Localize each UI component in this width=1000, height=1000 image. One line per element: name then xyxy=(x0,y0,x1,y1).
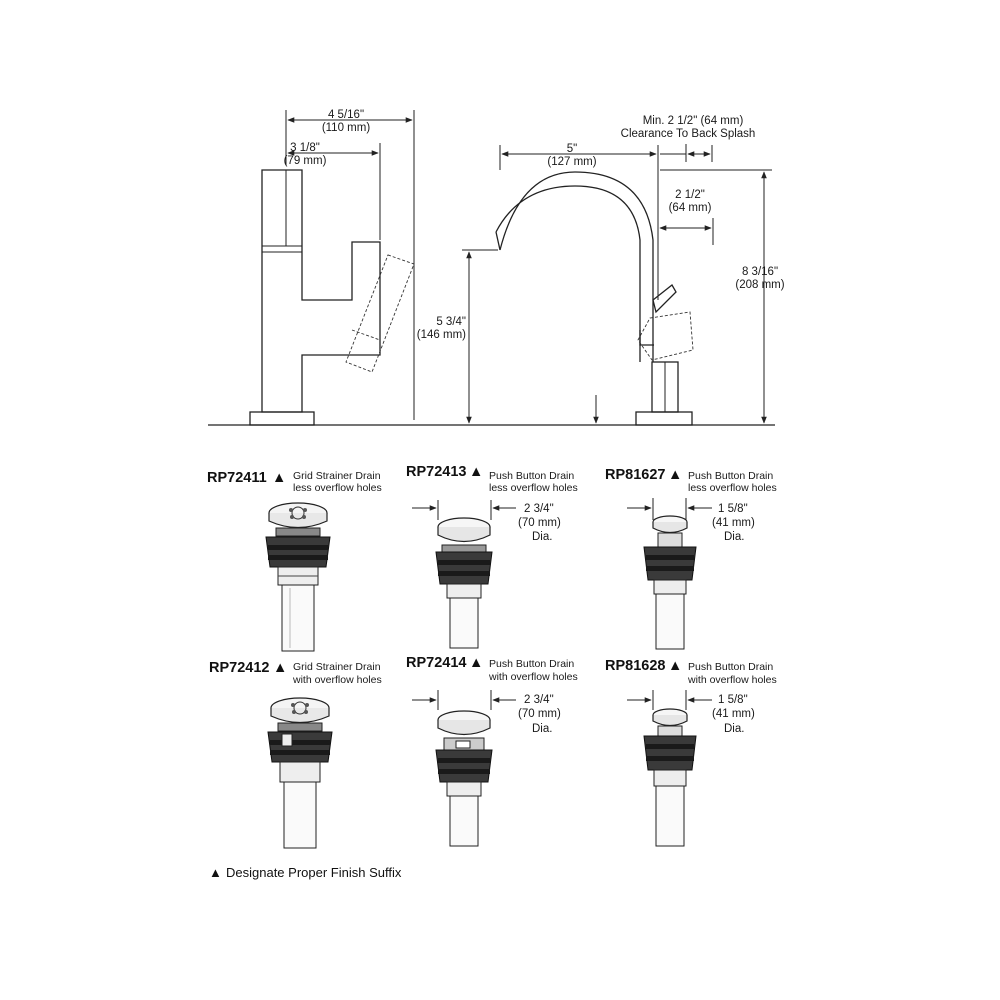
drain-code-rp72413: RP72413 xyxy=(406,464,466,480)
drain-dia-suffix: Dia. xyxy=(532,531,552,543)
drain-dia-suffix: Dia. xyxy=(532,723,552,735)
dim-handle: 2 1/2" xyxy=(675,189,705,201)
drain-code-rp81627: RP81627 xyxy=(605,467,665,483)
footnote: ▲ Designate Proper Finish Suffix xyxy=(209,865,402,880)
dim-side-overall: 4 5/16" xyxy=(328,109,364,121)
triangle-icon: ▲ xyxy=(209,865,222,880)
drain-dia-value: 1 5/8" xyxy=(718,503,748,515)
drain-rp72414-illustration xyxy=(435,710,493,847)
drain-dia-value: 2 3/4" xyxy=(524,694,554,706)
drain-desc: Push Button Drain xyxy=(489,470,574,482)
drain-desc: less overflow holes xyxy=(688,482,777,494)
faucet-side-base xyxy=(249,411,315,426)
triangle-icon: ▲ xyxy=(668,658,682,674)
drain-dia-value: 1 5/8" xyxy=(718,694,748,706)
faucet-front-view: 5" (127 mm) Min. 2 1/2" (64 mm) Clearanc… xyxy=(417,115,785,426)
spout-outer xyxy=(499,171,654,362)
dim-spout-height: 5 3/4" xyxy=(436,316,466,328)
triangle-icon: ▲ xyxy=(273,660,287,676)
drain-dia-metric: (70 mm) xyxy=(518,517,561,529)
dim-side-handle-metric: (79 mm) xyxy=(284,155,327,167)
drain-desc: Push Button Drain xyxy=(688,661,773,673)
drain-code-rp72412: RP72412 xyxy=(209,660,269,676)
dim-spout-reach-metric: (127 mm) xyxy=(547,156,596,168)
faucet-side-view: 4 5/16" (110 mm) 3 1/8" (79 mm) xyxy=(208,109,775,426)
drain-rp72412-illustration xyxy=(267,697,333,849)
drain-desc: Push Button Drain xyxy=(489,658,574,670)
drain-dia-value: 2 3/4" xyxy=(524,503,554,515)
drain-desc: with overflow holes xyxy=(292,674,382,686)
front-handle xyxy=(652,284,677,314)
footnote-text: Designate Proper Finish Suffix xyxy=(226,865,402,880)
drain-rp81627-illustration xyxy=(643,515,697,650)
drain-rp72411-illustration xyxy=(265,502,331,652)
drain-desc: with overflow holes xyxy=(687,674,777,686)
drain-code-rp81628: RP81628 xyxy=(605,658,665,674)
drain-dia-metric: (70 mm) xyxy=(518,708,561,720)
drain-desc: less overflow holes xyxy=(293,482,382,494)
dim-handle-metric: (64 mm) xyxy=(669,202,712,214)
drain-desc: Grid Strainer Drain xyxy=(293,470,381,482)
drain-code-rp72411: RP72411 xyxy=(207,470,267,486)
triangle-icon: ▲ xyxy=(469,655,483,671)
dim-spout-height-metric: (146 mm) xyxy=(417,329,466,341)
drain-rp81628-illustration xyxy=(643,708,697,847)
drain-desc: with overflow holes xyxy=(488,671,578,683)
drain-desc: Push Button Drain xyxy=(688,470,773,482)
triangle-icon: ▲ xyxy=(272,470,286,486)
dim-side-handle: 3 1/8" xyxy=(290,142,320,154)
drain-dia-metric: (41 mm) xyxy=(712,708,755,720)
dim-clearance-label: Clearance To Back Splash xyxy=(621,128,756,140)
dim-spout-reach: 5" xyxy=(567,143,577,155)
drain-desc: less overflow holes xyxy=(489,482,578,494)
front-base xyxy=(635,411,693,426)
spout-inner xyxy=(495,185,641,362)
drain-dia-metric: (41 mm) xyxy=(712,517,755,529)
triangle-icon: ▲ xyxy=(469,464,483,480)
dim-overall-height: 8 3/16" xyxy=(742,266,778,278)
drain-rp72413-illustration xyxy=(435,517,493,649)
dim-overall-height-metric: (208 mm) xyxy=(735,279,784,291)
drain-dimensions: 2 3/4" (70 mm) Dia. 1 5/8" (41 mm) Dia. … xyxy=(412,498,755,735)
drain-labels: RP72411 ▲ Grid Strainer Drain less overf… xyxy=(207,464,777,686)
dim-side-overall-metric: (110 mm) xyxy=(322,122,371,134)
drain-dia-suffix: Dia. xyxy=(724,723,744,735)
triangle-icon: ▲ xyxy=(668,467,682,483)
drain-code-rp72414: RP72414 xyxy=(406,655,466,671)
faucet-side-body xyxy=(261,169,381,413)
drain-desc: Grid Strainer Drain xyxy=(293,661,381,673)
dim-clearance: Min. 2 1/2" (64 mm) xyxy=(643,115,744,127)
drain-dia-suffix: Dia. xyxy=(724,531,744,543)
